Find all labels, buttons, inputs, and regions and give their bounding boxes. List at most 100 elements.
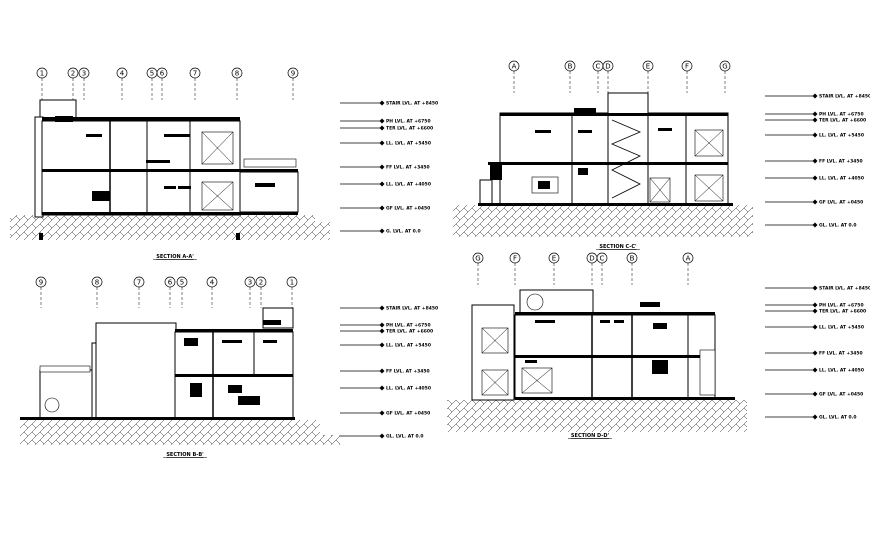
level-marker: LL. LVL. AT +5450 (765, 324, 864, 331)
grid-label: 9 (291, 70, 295, 78)
level-marker: PH LVL. AT +6750 (340, 322, 431, 329)
level-marker: STAIR LVL. AT +8450 (765, 285, 870, 292)
level-label: STAIR LVL. AT +8450 (819, 94, 870, 100)
level-marker: LL. LVL. AT +5450 (340, 140, 431, 147)
level-marker: GF LVL. AT +0450 (340, 410, 430, 417)
grid-label: A (686, 255, 691, 263)
level-label: TER LVL. AT +6600 (386, 329, 433, 335)
level-label: LL. LVL. AT +4050 (386, 182, 431, 188)
grid-label: B (568, 63, 573, 71)
grid-label: 3 (82, 70, 86, 78)
level-label: GF LVL. AT +0450 (386, 206, 430, 212)
grid-label: 4 (210, 279, 215, 287)
grid-bubble: E (642, 60, 654, 93)
grid-bubble: 5 (146, 67, 158, 100)
level-label: STAIR LVL. AT +8450 (386, 101, 438, 107)
grid-label: 9 (39, 279, 43, 287)
grid-label: 7 (137, 279, 141, 287)
grid-label: F (513, 255, 517, 263)
level-marker: TER LVL. AT +6600 (765, 308, 866, 315)
grid-label: A (512, 63, 517, 71)
level-label: GF LVL. AT +0450 (819, 200, 863, 206)
grid-label: 5 (180, 279, 184, 287)
level-label: FF LVL. AT +3450 (386, 369, 430, 375)
grid-label: C (596, 63, 601, 71)
level-label: G. LVL. AT 0.0 (386, 229, 421, 235)
grid-label: 8 (235, 70, 239, 78)
level-marker: FF LVL. AT +3450 (340, 368, 430, 375)
level-label: PH LVL. AT +6750 (386, 119, 431, 125)
grid-bubble: D (602, 60, 614, 93)
section-title: SECTION A-A' (156, 254, 194, 260)
grid-bubble: B (564, 60, 576, 93)
level-marker: LL. LVL. AT +5450 (340, 342, 431, 349)
level-label: PH LVL. AT +6750 (819, 303, 864, 309)
grid-label: G (475, 255, 480, 263)
grid-bubble: F (509, 252, 521, 285)
section-c-drawing (453, 92, 753, 237)
grid-bubble: 9 (35, 276, 47, 308)
level-label: TER LVL. AT +6600 (386, 126, 433, 132)
stair-core (607, 92, 649, 206)
grid-bubble: G (719, 60, 731, 93)
level-marker: PH LVL. AT +6750 (340, 118, 431, 125)
level-marker: LL. LVL. AT +4050 (765, 367, 864, 374)
grid-bubble: 7 (133, 276, 145, 308)
level-label: LL. LVL. AT +4050 (819, 176, 864, 182)
grid-bubble: A (682, 252, 694, 285)
level-label: STAIR LVL. AT +8450 (386, 306, 438, 312)
level-label: GF LVL. AT +0450 (386, 411, 430, 417)
level-marker: GL. LVL. AT 0.0 (765, 222, 856, 229)
level-marker: GL. LVL. AT 0.0 (765, 414, 856, 421)
grid-bubble: 4 (116, 67, 128, 100)
level-marker: GF LVL. AT +0450 (765, 391, 863, 398)
grid-bubble: 5 (176, 276, 188, 308)
level-marker: FF LVL. AT +3450 (765, 350, 863, 357)
level-label: LL. LVL. AT +4050 (386, 386, 431, 392)
grid-bubble: 9 (287, 67, 299, 100)
level-marker: LL. LVL. AT +4050 (340, 385, 431, 392)
level-marker: G. LVL. AT 0.0 (340, 228, 421, 235)
level-label: GF LVL. AT +0450 (819, 392, 863, 398)
grid-label: 4 (120, 70, 125, 78)
ground-hatch (447, 400, 747, 432)
section-b-drawing (20, 307, 340, 445)
level-marker: PH LVL. AT +6750 (765, 302, 864, 309)
grid-label: 5 (150, 70, 154, 78)
level-label: LL. LVL. AT +5450 (386, 343, 431, 349)
level-marker: LL. LVL. AT +4050 (340, 181, 431, 188)
grid-bubble: D (586, 252, 598, 285)
grid-bubble: 7 (189, 67, 201, 100)
level-label: PH LVL. AT +6750 (819, 112, 864, 118)
grid-bubble: G (472, 252, 484, 285)
grid-label: 1 (290, 279, 294, 287)
stair-tower (39, 99, 77, 119)
level-label: GL. LVL. AT 0.0 (819, 415, 856, 421)
grid-label: 6 (168, 279, 173, 287)
level-marker: FF LVL. AT +3450 (340, 164, 430, 171)
grid-bubble: 3 (78, 67, 90, 100)
level-label: TER LVL. AT +6600 (819, 118, 866, 124)
level-marker: FF LVL. AT +3450 (765, 158, 863, 165)
grid-bubble: B (626, 252, 638, 285)
level-label: LL. LVL. AT +5450 (819, 325, 864, 331)
grid-label: G (722, 63, 727, 71)
grid-label: 1 (40, 70, 44, 78)
grid-label: 2 (259, 279, 263, 287)
grid-bubble: 4 (206, 276, 218, 308)
grid-bubble: 2 (67, 67, 79, 100)
grid-bubble: E (548, 252, 560, 285)
ground-hatch (20, 420, 340, 445)
level-marker: GF LVL. AT +0450 (765, 199, 863, 206)
grid-label: 2 (71, 70, 75, 78)
section-title: SECTION D-D' (571, 433, 610, 439)
grid-label: 8 (95, 279, 99, 287)
grid-label: D (589, 255, 594, 263)
grid-bubble: A (508, 60, 520, 93)
level-label: STAIR LVL. AT +8450 (819, 286, 870, 292)
level-label: GL. LVL. AT 0.0 (819, 223, 856, 229)
ground-hatch (10, 215, 330, 240)
